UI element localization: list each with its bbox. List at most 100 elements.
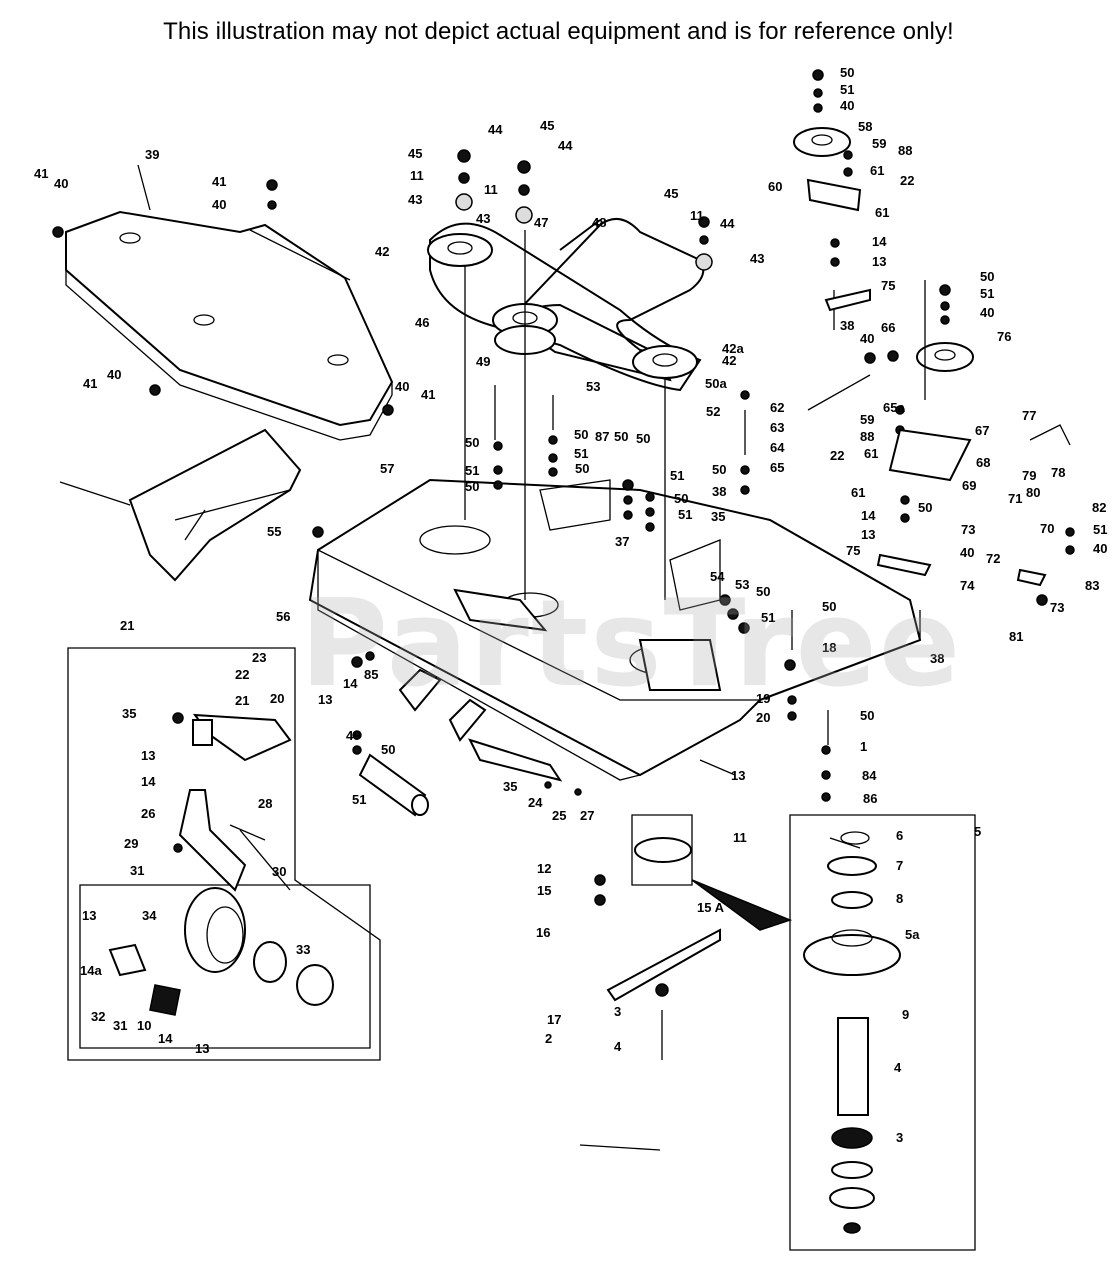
part-number-label: 45 [664, 186, 678, 201]
part-number-label: 75 [881, 278, 895, 293]
part-number-label: 35 [711, 509, 725, 524]
part-number-label: 34 [142, 908, 157, 923]
part-number-label: 81 [1009, 629, 1023, 644]
part-number-label: 40 [395, 379, 409, 394]
part-number-label: 50 [840, 65, 854, 80]
part-number-label: 77 [1022, 408, 1036, 423]
part-number-label: 84 [862, 768, 877, 783]
part-number-label: 88 [860, 429, 874, 444]
part-number-label: 35 [122, 706, 136, 721]
part-number-label: 4 [894, 1060, 902, 1075]
part-number-label: 50 [465, 435, 479, 450]
chute-deflector [128, 428, 302, 582]
part-number-label: 37 [615, 534, 629, 549]
part-number-label: 82 [1092, 500, 1106, 515]
part-number-label: 87 [595, 429, 609, 444]
part-number-label: 46 [415, 315, 429, 330]
watermark-text: PartsTree [300, 575, 963, 714]
part-number-label: 6 [896, 828, 903, 843]
part-number-label: 11 [690, 208, 704, 223]
part-number-label: 1 [860, 739, 867, 754]
part-number-label: 14 [343, 676, 358, 691]
part-number-label: 12 [537, 861, 551, 876]
part-number-label: 15 A [697, 900, 725, 915]
part-number-label: 16 [536, 925, 550, 940]
part-number-label: 56 [276, 609, 290, 624]
part-number-label: 39 [145, 147, 159, 162]
part-number-label: 10 [137, 1018, 151, 1033]
part-number-label: 50a [705, 376, 727, 391]
part-number-label: 50 [575, 461, 589, 476]
part-number-label: 51 [678, 507, 692, 522]
part-number-label: 3 [896, 1130, 903, 1145]
part-number-label: 35 [503, 779, 517, 794]
part-number-label: 79 [1022, 468, 1036, 483]
part-number-label: 51 [761, 610, 775, 625]
part-number-label: 66 [881, 320, 895, 335]
part-number-label: 40 [960, 545, 974, 560]
part-number-label: 13 [141, 748, 155, 763]
part-number-label: 20 [270, 691, 284, 706]
part-number-label: 5 [974, 824, 981, 839]
disclaimer-text: This illustration may not depict actual … [163, 18, 954, 45]
part-number-label: 13 [318, 692, 332, 707]
part-number-label: 50 [822, 599, 836, 614]
part-number-label: 50 [574, 427, 588, 442]
part-number-label: 42 [375, 244, 389, 259]
part-number-label: 22 [900, 173, 914, 188]
part-number-label: 86 [863, 791, 877, 806]
mower-deck-housing [308, 478, 922, 781]
part-number-label: 61 [864, 446, 878, 461]
part-number-label: 44 [488, 122, 503, 137]
part-number-label: 13 [872, 254, 886, 269]
part-number-label: 73 [1050, 600, 1064, 615]
part-number-label: 27 [580, 808, 594, 823]
part-number-label: 49 [346, 728, 360, 743]
part-number-label: 13 [82, 908, 96, 923]
part-number-label: 59 [872, 136, 886, 151]
part-number-label: 38 [840, 318, 854, 333]
part-number-label: 14a [80, 963, 102, 978]
part-number-label: 40 [1093, 541, 1107, 556]
part-number-label: 51 [1093, 522, 1107, 537]
part-number-label: 61 [870, 163, 884, 178]
part-number-label: 55 [267, 524, 281, 539]
part-number-label: 28 [258, 796, 272, 811]
part-number-label: 14 [872, 234, 887, 249]
part-number-label: 41 [83, 376, 97, 391]
part-number-label: 44 [558, 138, 573, 153]
part-number-label: 52 [706, 404, 720, 419]
part-number-label: 40 [212, 197, 226, 212]
part-number-label: 72 [986, 551, 1000, 566]
part-number-label: 8 [896, 891, 903, 906]
part-number-label: 83 [1085, 578, 1099, 593]
part-number-label: 31 [113, 1018, 127, 1033]
part-number-label: 40 [107, 367, 121, 382]
part-number-label: 13 [195, 1041, 209, 1056]
part-number-label: 42 [722, 353, 736, 368]
part-number-label: 29 [124, 836, 138, 851]
leader-lines [59, 164, 861, 849]
part-number-label: 19 [756, 691, 770, 706]
part-number-label: 41 [34, 166, 48, 181]
part-number-label: 51 [980, 286, 994, 301]
part-number-label: 21 [235, 693, 249, 708]
part-number-label: 22 [830, 448, 844, 463]
part-number-label: 40 [840, 98, 854, 113]
part-number-label: 33 [296, 942, 310, 957]
part-number-label: 44 [720, 216, 735, 231]
part-number-label: 14 [158, 1031, 173, 1046]
part-number-label: 85 [364, 667, 378, 682]
part-number-label: 43 [750, 251, 764, 266]
part-number-label: 50 [636, 431, 650, 446]
part-number-label: 64 [770, 440, 785, 455]
part-number-label: 50 [918, 500, 932, 515]
part-number-label: 42a [722, 341, 744, 356]
part-number-label: 67 [975, 423, 989, 438]
part-number-label: 43 [476, 211, 490, 226]
part-number-label: 53 [735, 577, 749, 592]
part-number-label: 62 [770, 400, 784, 415]
part-number-label: 71 [1008, 491, 1022, 506]
part-number-label: 50 [465, 479, 479, 494]
